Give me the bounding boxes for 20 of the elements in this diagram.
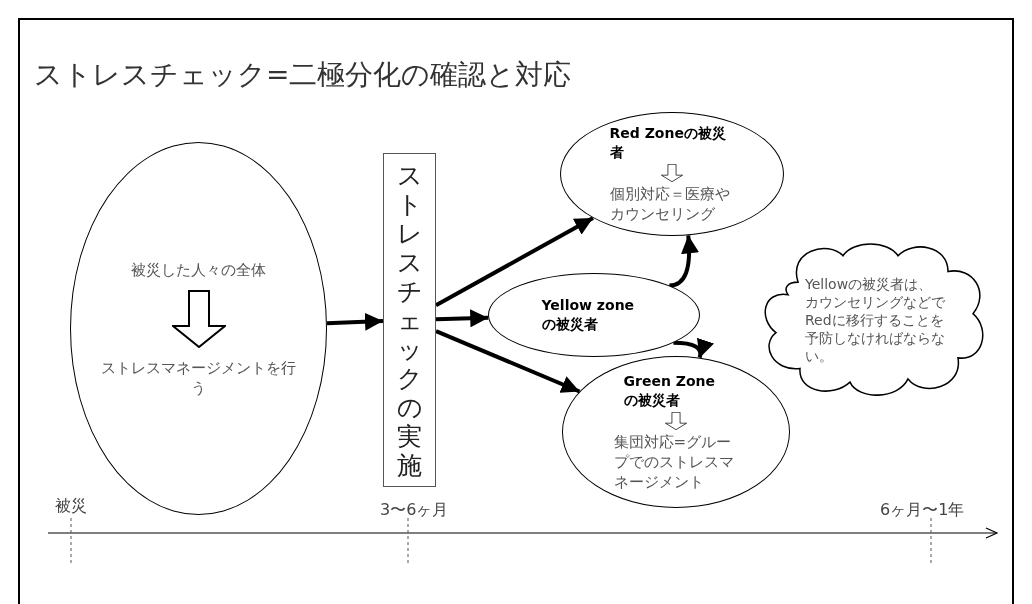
node-text: Yellowの被災者は、カウンセリングなどでRedに移行することを予防しなければならない。 [805, 275, 945, 365]
node-text: ストレスマネージメントを行う [100, 357, 297, 398]
arrow [326, 312, 384, 331]
node-heading: Green Zoneの被災者 [623, 372, 716, 410]
node-text: 個別対応＝医療やカウンセリング [609, 184, 731, 224]
arrow [435, 309, 489, 328]
node-text: 集団対応=グループでのストレスマネージメント [613, 432, 735, 492]
timeline-label: 3〜6ヶ月 [380, 500, 449, 521]
timeline-label: 6ヶ月〜1年 [880, 500, 965, 521]
process-box [383, 153, 436, 487]
node-heading: Red Zoneの被災者 [609, 124, 727, 162]
arrow [673, 338, 713, 359]
node-heading: Yellow zoneの被災者 [541, 296, 636, 334]
timeline-label: 被災 [55, 496, 87, 517]
arrow [669, 235, 699, 288]
arrow [435, 216, 594, 307]
diagram-title: ストレスチェック=二極分化の確認と対応 [34, 57, 572, 93]
vertical-label: ストレスチェックの実施 [395, 160, 424, 480]
arrow [435, 329, 581, 394]
node-text: 被災した人々の全体 [130, 259, 267, 280]
